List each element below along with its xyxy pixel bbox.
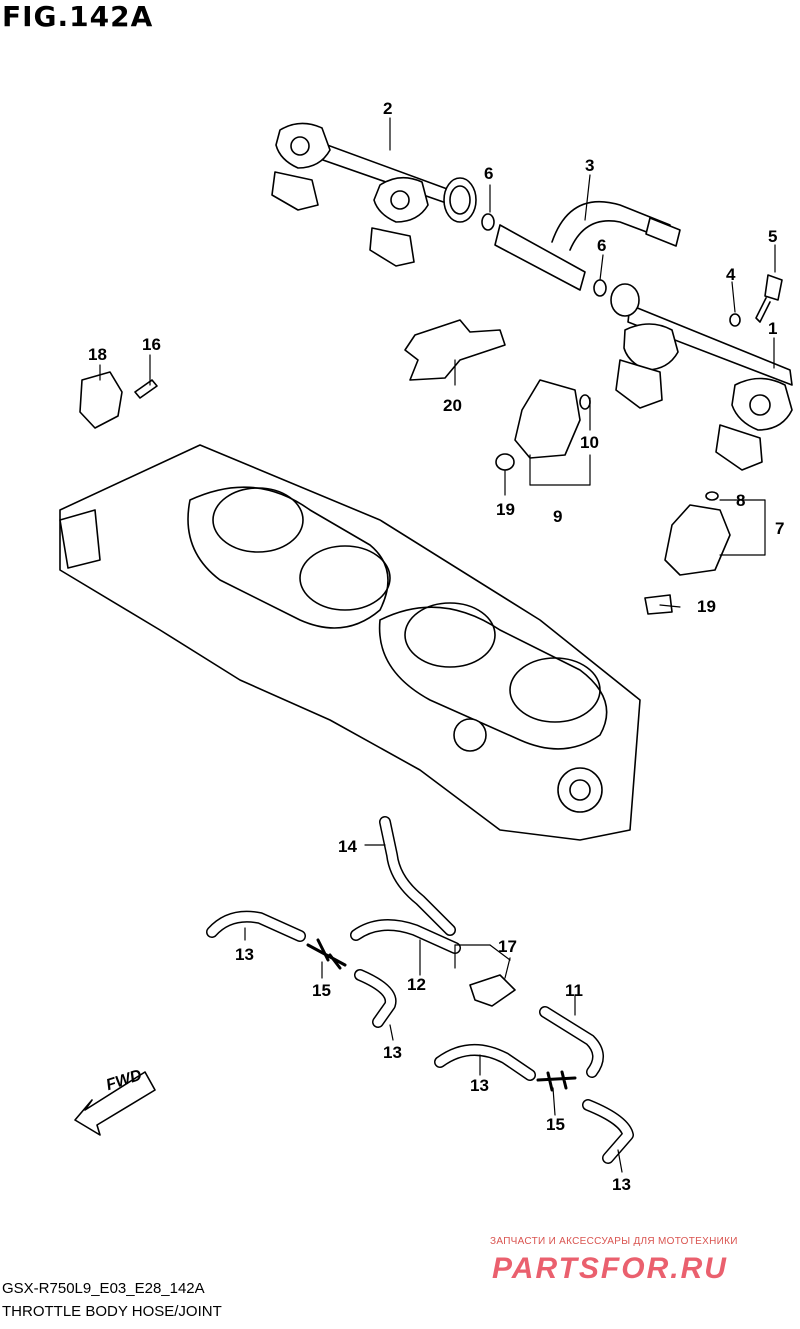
leader-lines [99,117,776,1173]
callout-18: 18 [88,345,107,364]
callout-16: 16 [142,335,161,354]
injector-lower [644,491,731,615]
callout-4: 4 [726,265,736,284]
fuel-joint-pipe [494,200,681,291]
joint-17 [469,974,516,1007]
callout-17: 17 [498,937,517,956]
callout-13: 13 [470,1076,489,1095]
screw [134,379,158,399]
callout-13: 13 [612,1175,631,1194]
model-code: GSX-R750L9_E03_E28_142A [2,1280,205,1297]
figure-description: THROTTLE BODY HOSE/JOINT [2,1303,222,1320]
callout-15: 15 [312,981,331,1000]
callout-10: 10 [580,433,599,452]
figure-title: FIG.142A [2,0,154,33]
fuel-delivery-pipe-lower [610,283,793,471]
watermark-logo: PARTSFOR.RU [492,1252,728,1285]
joint-15-a [306,938,347,970]
callout-13: 13 [235,945,254,964]
fuel-delivery-pipe-upper [271,122,477,267]
callout-12: 12 [407,975,426,994]
injector-upper [495,379,591,471]
callout-1: 1 [768,319,778,338]
callout-3: 3 [585,156,595,175]
callout-14: 14 [338,837,357,856]
callout-7: 7 [775,519,785,538]
callout-19: 19 [496,500,515,519]
throttle-body [59,444,641,841]
callout-11: 11 [565,981,583,1000]
callout-20: 20 [443,396,462,415]
callout-6: 6 [484,164,494,183]
callout-8: 8 [736,491,746,510]
sensor [79,371,123,429]
callout-19: 19 [697,597,716,616]
watermark-tagline: ЗАПЧАСТИ И АКСЕССУАРЫ ДЛЯ МОТОТЕХНИКИ [490,1236,738,1247]
callout-13: 13 [383,1043,402,1062]
o-ring-upper [481,213,495,231]
callout-6: 6 [597,236,607,255]
o-ring-middle [593,279,607,297]
callout-5: 5 [768,227,778,246]
callout-15: 15 [546,1115,565,1134]
clip [404,319,506,381]
fwd-arrow-icon [74,1071,156,1136]
callout-9: 9 [553,507,563,526]
washer [729,313,741,327]
bolt [755,274,783,323]
joint-15-b [536,1070,577,1092]
callout-2: 2 [383,99,393,118]
